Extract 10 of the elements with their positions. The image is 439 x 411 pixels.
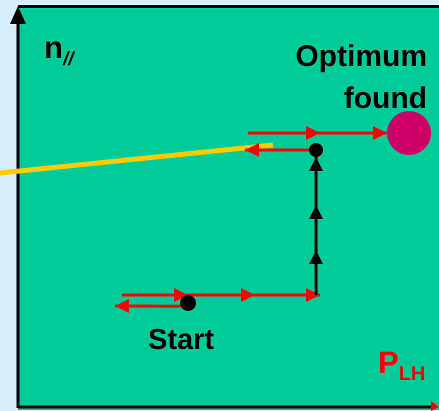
axis-label: n$_{//}$ <box>44 30 74 72</box>
arrow <box>115 299 181 313</box>
arrow <box>309 157 323 295</box>
arrow <box>188 288 320 302</box>
point-label: Start <box>148 324 216 357</box>
axis-label: P$_{LH}$ <box>378 345 426 386</box>
arrow <box>245 143 309 157</box>
point-label: Optimum found <box>294 39 427 117</box>
arrow <box>248 126 387 140</box>
arrow <box>122 288 188 302</box>
